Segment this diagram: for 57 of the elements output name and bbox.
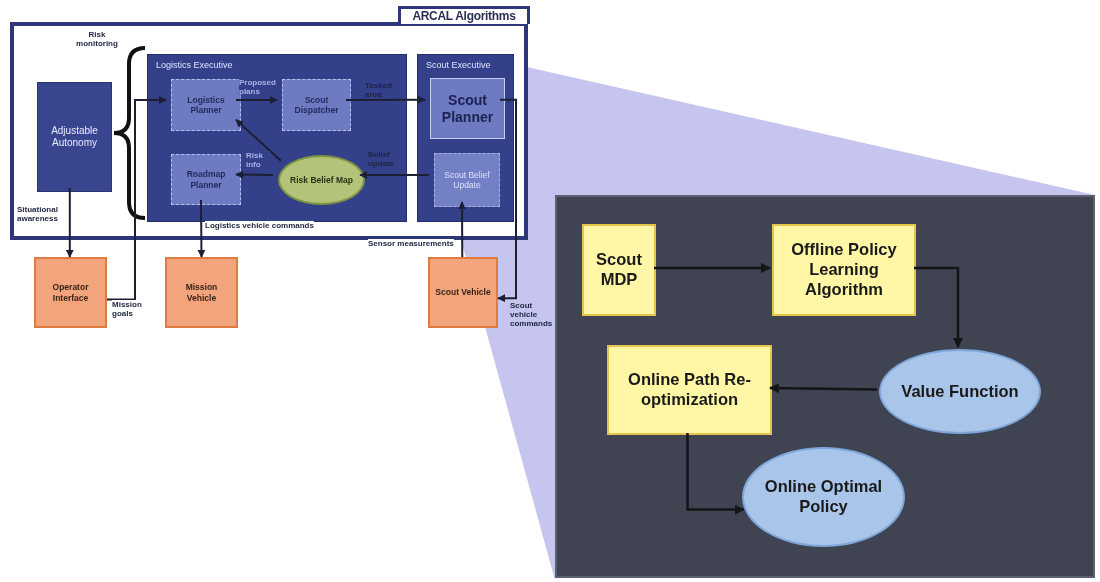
arrow — [458, 201, 467, 258]
arrow — [106, 96, 167, 301]
arrow — [345, 95, 426, 104]
title-tab: ARCAL Algorithms — [398, 6, 530, 24]
node-label: Scout MDP — [595, 250, 643, 290]
node-label: Online Path Re-optimization — [627, 370, 752, 410]
arrow — [769, 383, 877, 394]
process-box — [772, 224, 916, 316]
edge-label: Belief update — [368, 150, 396, 169]
arrow — [686, 433, 745, 515]
zoom-panel — [555, 195, 1095, 578]
edge-label: Risk info — [246, 151, 270, 170]
edge-label: Scout vehicle commands — [510, 301, 554, 329]
arrow — [654, 263, 771, 273]
edge-label: Tasked area — [365, 81, 393, 100]
process-box — [430, 78, 505, 139]
process-box — [37, 82, 112, 192]
arrow — [359, 171, 430, 179]
process-box — [607, 345, 772, 435]
edge-label: Logistics vehicle commands — [205, 221, 314, 231]
node-label: Roadmap Planner — [185, 169, 227, 190]
process-box — [582, 224, 656, 316]
node-label: Adjustable Autonomy — [50, 125, 99, 149]
arrow — [235, 96, 278, 104]
process-box — [434, 153, 500, 207]
process-box — [428, 257, 498, 328]
annotation-label: Risk monitoring — [75, 30, 119, 49]
group-box — [417, 54, 514, 222]
group-title: Scout Executive — [426, 60, 491, 71]
node-label: Operator Interface — [51, 282, 90, 303]
process-box — [171, 154, 241, 205]
node-label: Scout Belief Update — [443, 169, 491, 191]
arrow — [197, 199, 206, 258]
edge-label: Sensor measurements — [368, 239, 454, 249]
process-box — [34, 257, 107, 328]
node-label: Mission Vehicle — [184, 282, 219, 303]
node-label: Logistics Planner — [186, 94, 226, 116]
node-label: Value Function — [900, 381, 1020, 402]
process-box — [282, 79, 351, 131]
node-label: Scout Vehicle — [434, 287, 492, 298]
node-label: Online Optimal Policy — [763, 477, 884, 517]
edge-label: Proposed plans — [239, 78, 276, 97]
arrow — [235, 118, 282, 162]
process-box — [165, 257, 238, 328]
node-label: Risk Belief Map — [289, 174, 354, 186]
group-title: Logistics Executive — [156, 60, 233, 71]
node-label: Offline Policy Learning Algorithm — [790, 240, 898, 300]
arrow — [497, 98, 517, 303]
process-box — [171, 79, 241, 131]
group-box — [147, 54, 407, 222]
arrow — [914, 266, 963, 348]
arrow — [235, 170, 274, 179]
arrow — [65, 187, 74, 258]
node-label: Scout Dispatcher — [293, 94, 340, 116]
ellipse-node — [278, 155, 365, 205]
node-label: Scout Planner — [440, 91, 495, 126]
edge-label: Situational awareness — [17, 205, 59, 224]
